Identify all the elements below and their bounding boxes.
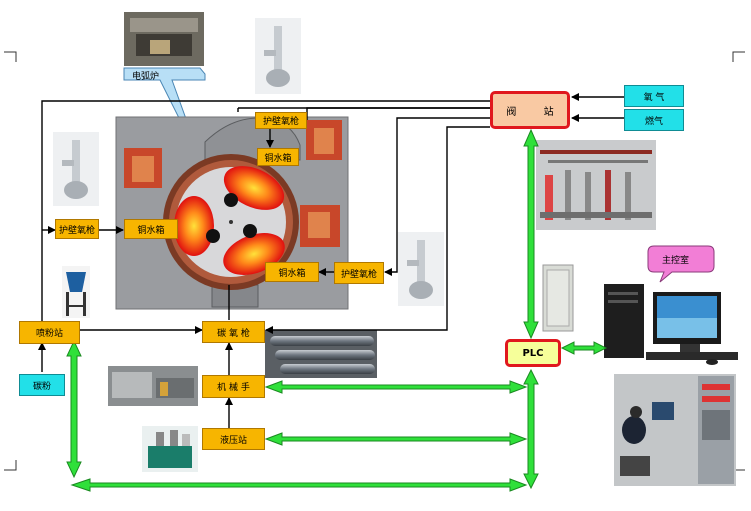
powder-station-image [62,266,90,318]
wall-lance-right-box: 护壁氧枪 [334,262,384,284]
lance-pipes-photo [265,330,377,378]
lance-image-left [53,132,99,206]
carbon-powder-box: 碳粉 [19,374,65,396]
carbon-lance-box: 碳 氧 枪 [202,321,265,343]
control-room-photo [614,374,736,486]
carbon-station-box: 喷粉站 [19,321,80,344]
signal-arrows [66,128,608,492]
hydraulic-station-box: 液压站 [202,428,265,450]
lance-image-right [398,232,444,306]
gas-box: 燃气 [624,109,684,131]
plc-box: PLC [505,339,561,367]
manipulator-box: 机 械 手 [202,375,265,398]
wall-lance-left-box: 护壁氧枪 [55,219,99,239]
valve-station-box: 阀 站 [490,91,570,129]
wall-lance-top-box: 护壁氧枪 [255,112,307,129]
water-box-right: 铜水箱 [265,262,319,282]
water-box-left: 铜水箱 [124,219,178,239]
plc-cabinet-image [542,264,574,332]
furnace-label: 电弧炉 [132,72,160,82]
connectors [38,93,624,428]
furnace-callout [123,67,206,167]
hydraulic-photo [142,426,198,472]
water-box-top: 铜水箱 [257,148,299,166]
oxygen-box: 氧 气 [624,85,684,107]
computer-image [604,284,738,365]
furnace-photo [124,12,204,66]
control-room-label: 主控室 [662,256,690,266]
manipulator-photo [108,366,198,406]
control-room-callout [647,245,715,283]
valve-station-photo [536,140,656,230]
lance-image-top [255,18,301,94]
